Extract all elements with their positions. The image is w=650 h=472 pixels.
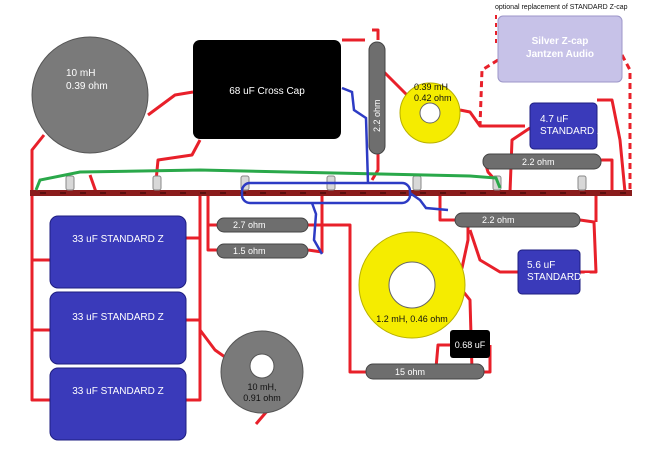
vertical-resistor-label: 2.2 ohm bbox=[372, 99, 382, 132]
optional-note: optional replacement of STANDARD Z-cap bbox=[495, 4, 628, 11]
cap-33uf-a-label: 33 uF STANDARD Z bbox=[72, 234, 164, 245]
big-inductor-value: 10 mH bbox=[66, 68, 95, 79]
cap-5-6uf-value: 5.6 uF bbox=[527, 260, 555, 271]
resistor-2-2-right: 2.2 ohm bbox=[454, 212, 581, 228]
resistor-1-5-label: 1.5 ohm bbox=[233, 246, 266, 256]
big-inductor-resistance: 0.39 ohm bbox=[66, 81, 108, 92]
coil-10mh-bottom-line1: 10 mH, bbox=[247, 382, 276, 392]
cap-4-7uf-type: STANDARD Z bbox=[540, 126, 603, 137]
coil-1-2mh: 1.2 mH, 0.46 ohm bbox=[358, 231, 466, 339]
resistor-2-2-right-label: 2.2 ohm bbox=[482, 215, 515, 225]
resistor-15-label: 15 ohm bbox=[395, 367, 425, 377]
resistor-2-7: 2.7 ohm bbox=[216, 217, 309, 233]
cap-0-68uf: 0.68 uF bbox=[450, 330, 490, 358]
cap-4-7uf: 4.7 uF STANDARD Z bbox=[529, 102, 603, 150]
silver-cap-line1: Silver Z-cap bbox=[532, 36, 589, 47]
resistor-2-2-top: 2.2 ohm bbox=[482, 153, 602, 170]
cap-33uf-b-label: 33 uF STANDARD Z bbox=[72, 312, 164, 323]
coil-10mh-bottom-line2: 0.91 ohm bbox=[243, 393, 281, 403]
terminal-tab bbox=[577, 175, 587, 191]
cap-33uf-c-label: 33 uF STANDARD Z bbox=[72, 386, 164, 397]
resistor-1-5: 1.5 ohm bbox=[216, 243, 309, 259]
cap-33uf-a: 33 uF STANDARD Z bbox=[49, 215, 187, 289]
cap-4-7uf-value: 4.7 uF bbox=[540, 114, 568, 125]
resistor-15: 15 ohm bbox=[365, 363, 485, 380]
small-coil-inductance: 0.39 mH bbox=[414, 82, 448, 92]
vertical-resistor: 2.2 ohm bbox=[368, 41, 386, 155]
coil-10mh-bottom: 10 mH, 0.91 ohm bbox=[220, 330, 304, 414]
green-wire bbox=[34, 168, 502, 191]
silver-cap: Silver Z-cap Jantzen Audio bbox=[497, 15, 623, 83]
cap-5-6uf-type: STANDARD Z bbox=[527, 272, 590, 283]
cap-5-6uf: 5.6 uF STANDARD Z bbox=[517, 249, 590, 295]
terminal-tab bbox=[412, 175, 422, 191]
cross-cap-label: 68 uF Cross Cap bbox=[229, 86, 305, 97]
cap-33uf-b: 33 uF STANDARD Z bbox=[49, 291, 187, 365]
cross-cap: 68 uF Cross Cap bbox=[193, 40, 341, 139]
cap-0-68uf-label: 0.68 uF bbox=[455, 340, 486, 350]
terminal-tab bbox=[152, 175, 162, 191]
coil-1-2mh-label: 1.2 mH, 0.46 ohm bbox=[376, 314, 448, 324]
small-coil-resistance: 0.42 ohm bbox=[414, 93, 452, 103]
big-inductor: 10 mH 0.39 ohm bbox=[31, 36, 149, 154]
blue-wires bbox=[240, 86, 449, 255]
terminal-tab bbox=[65, 175, 75, 191]
resistor-2-7-label: 2.7 ohm bbox=[233, 220, 266, 230]
cap-33uf-c: 33 uF STANDARD Z bbox=[49, 367, 187, 441]
small-coil: 0.39 mH 0.42 ohm bbox=[399, 82, 461, 144]
silver-cap-line2: Jantzen Audio bbox=[526, 49, 594, 60]
resistor-2-2-top-label: 2.2 ohm bbox=[522, 157, 555, 167]
terminal-strip bbox=[30, 175, 632, 196]
